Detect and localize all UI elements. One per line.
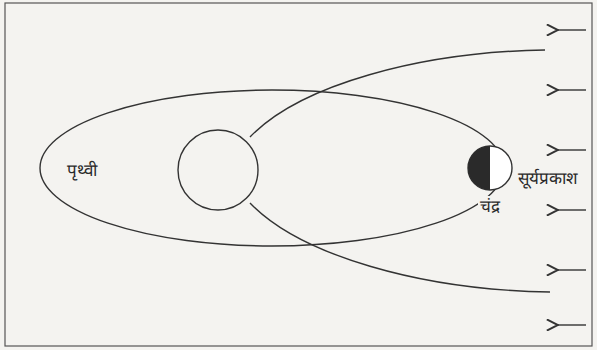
field-curve [250, 203, 550, 292]
frame [5, 3, 592, 346]
moon-dark-half [468, 146, 490, 190]
moon-circle [468, 146, 512, 190]
earth-circle [178, 130, 258, 210]
sunlight-label: सूर्यप्रकाश [516, 168, 580, 188]
moon-label: चंद्र [478, 196, 502, 216]
earth-label: पृथ्वी [65, 160, 99, 180]
field-curve [250, 50, 545, 137]
